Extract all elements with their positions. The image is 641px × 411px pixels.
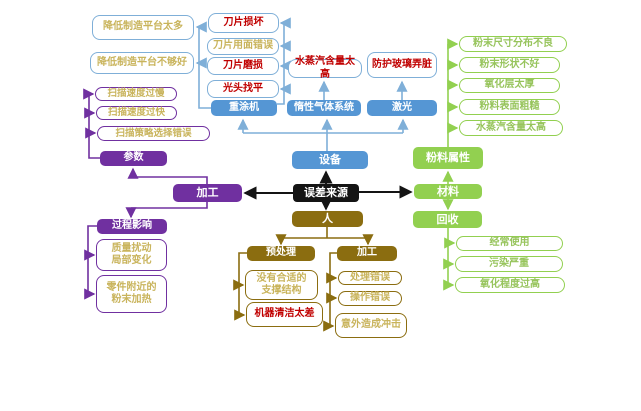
blade-issue-item[interactable]: 刀片用面错误: [207, 38, 279, 55]
human-connectors: [233, 227, 374, 332]
human-processing-issue-item[interactable]: 处理错误: [338, 271, 402, 285]
powder-property-issue-item[interactable]: 水蒸汽含量太高: [459, 120, 563, 136]
inert-gas-issue-item[interactable]: 水蒸汽含量太高: [288, 56, 362, 80]
pretreatment-issue-item[interactable]: 机器清洁太差: [246, 302, 323, 327]
powder-property-issue-item[interactable]: 粉末尺寸分布不良: [459, 36, 567, 52]
process-influence-issue-item[interactable]: 零件附近的 粉末加热: [96, 275, 167, 313]
parameter-issue-item[interactable]: 扫描速度过快: [96, 106, 177, 120]
blade-issue-item[interactable]: 刀片磨损: [207, 57, 279, 75]
recycling-issue-item[interactable]: 污染严重: [455, 256, 563, 272]
process-influence-issue-item[interactable]: 质量扰动 局部变化: [96, 239, 167, 271]
human-processing-issue-item[interactable]: 操作错误: [338, 291, 402, 306]
material-node[interactable]: 材料: [414, 184, 482, 199]
powder-properties-node[interactable]: 粉料属性: [413, 147, 483, 169]
equipment-node[interactable]: 设备: [292, 151, 368, 169]
powder-property-issue-item[interactable]: 氧化层太厚: [459, 78, 560, 93]
powder-property-issue-item[interactable]: 粉料表面粗糙: [459, 99, 560, 115]
platform-issue-item[interactable]: 降低制造平台太多: [92, 15, 194, 40]
powder-property-issue-item[interactable]: 粉末形状不好: [459, 57, 560, 73]
recycling-issue-item[interactable]: 经常使用: [456, 236, 563, 251]
recycling-issue-item[interactable]: 氧化程度过高: [455, 277, 565, 293]
human-processing-issue-item[interactable]: 意外造成冲击: [335, 313, 407, 338]
processing-node[interactable]: 加工: [173, 184, 242, 202]
material-connectors: [442, 38, 459, 291]
root-node[interactable]: 误差来源: [293, 184, 359, 202]
inert-gas-system-node[interactable]: 惰性气体系统: [287, 100, 361, 116]
recycling-node[interactable]: 回收: [413, 211, 482, 228]
root-connectors: [243, 170, 413, 211]
human-processing-node[interactable]: 加工: [337, 246, 397, 261]
blade-issue-item[interactable]: 光头找平: [207, 80, 279, 98]
platform-issue-item[interactable]: 降低制造平台不够好: [90, 52, 194, 74]
parameter-issue-item[interactable]: 扫描策略选择错误: [97, 126, 210, 141]
pretreatment-issue-item[interactable]: 没有合适的 支撑结构: [245, 270, 318, 300]
recoater-node[interactable]: 重涂机: [211, 100, 277, 116]
parameters-node[interactable]: 参数: [100, 151, 167, 166]
blade-issue-item[interactable]: 刀片损坏: [208, 13, 279, 33]
human-node[interactable]: 人: [292, 211, 363, 227]
laser-node[interactable]: 激光: [367, 100, 437, 116]
processing-connectors: [83, 88, 208, 300]
pretreatment-node[interactable]: 预处理: [247, 246, 315, 261]
process-influence-node[interactable]: 过程影响: [97, 219, 167, 234]
parameter-issue-item[interactable]: 扫描速度过慢: [95, 87, 177, 101]
equipment-connectors: [195, 17, 409, 151]
laser-issue-item[interactable]: 防护玻璃弄脏: [367, 52, 437, 78]
